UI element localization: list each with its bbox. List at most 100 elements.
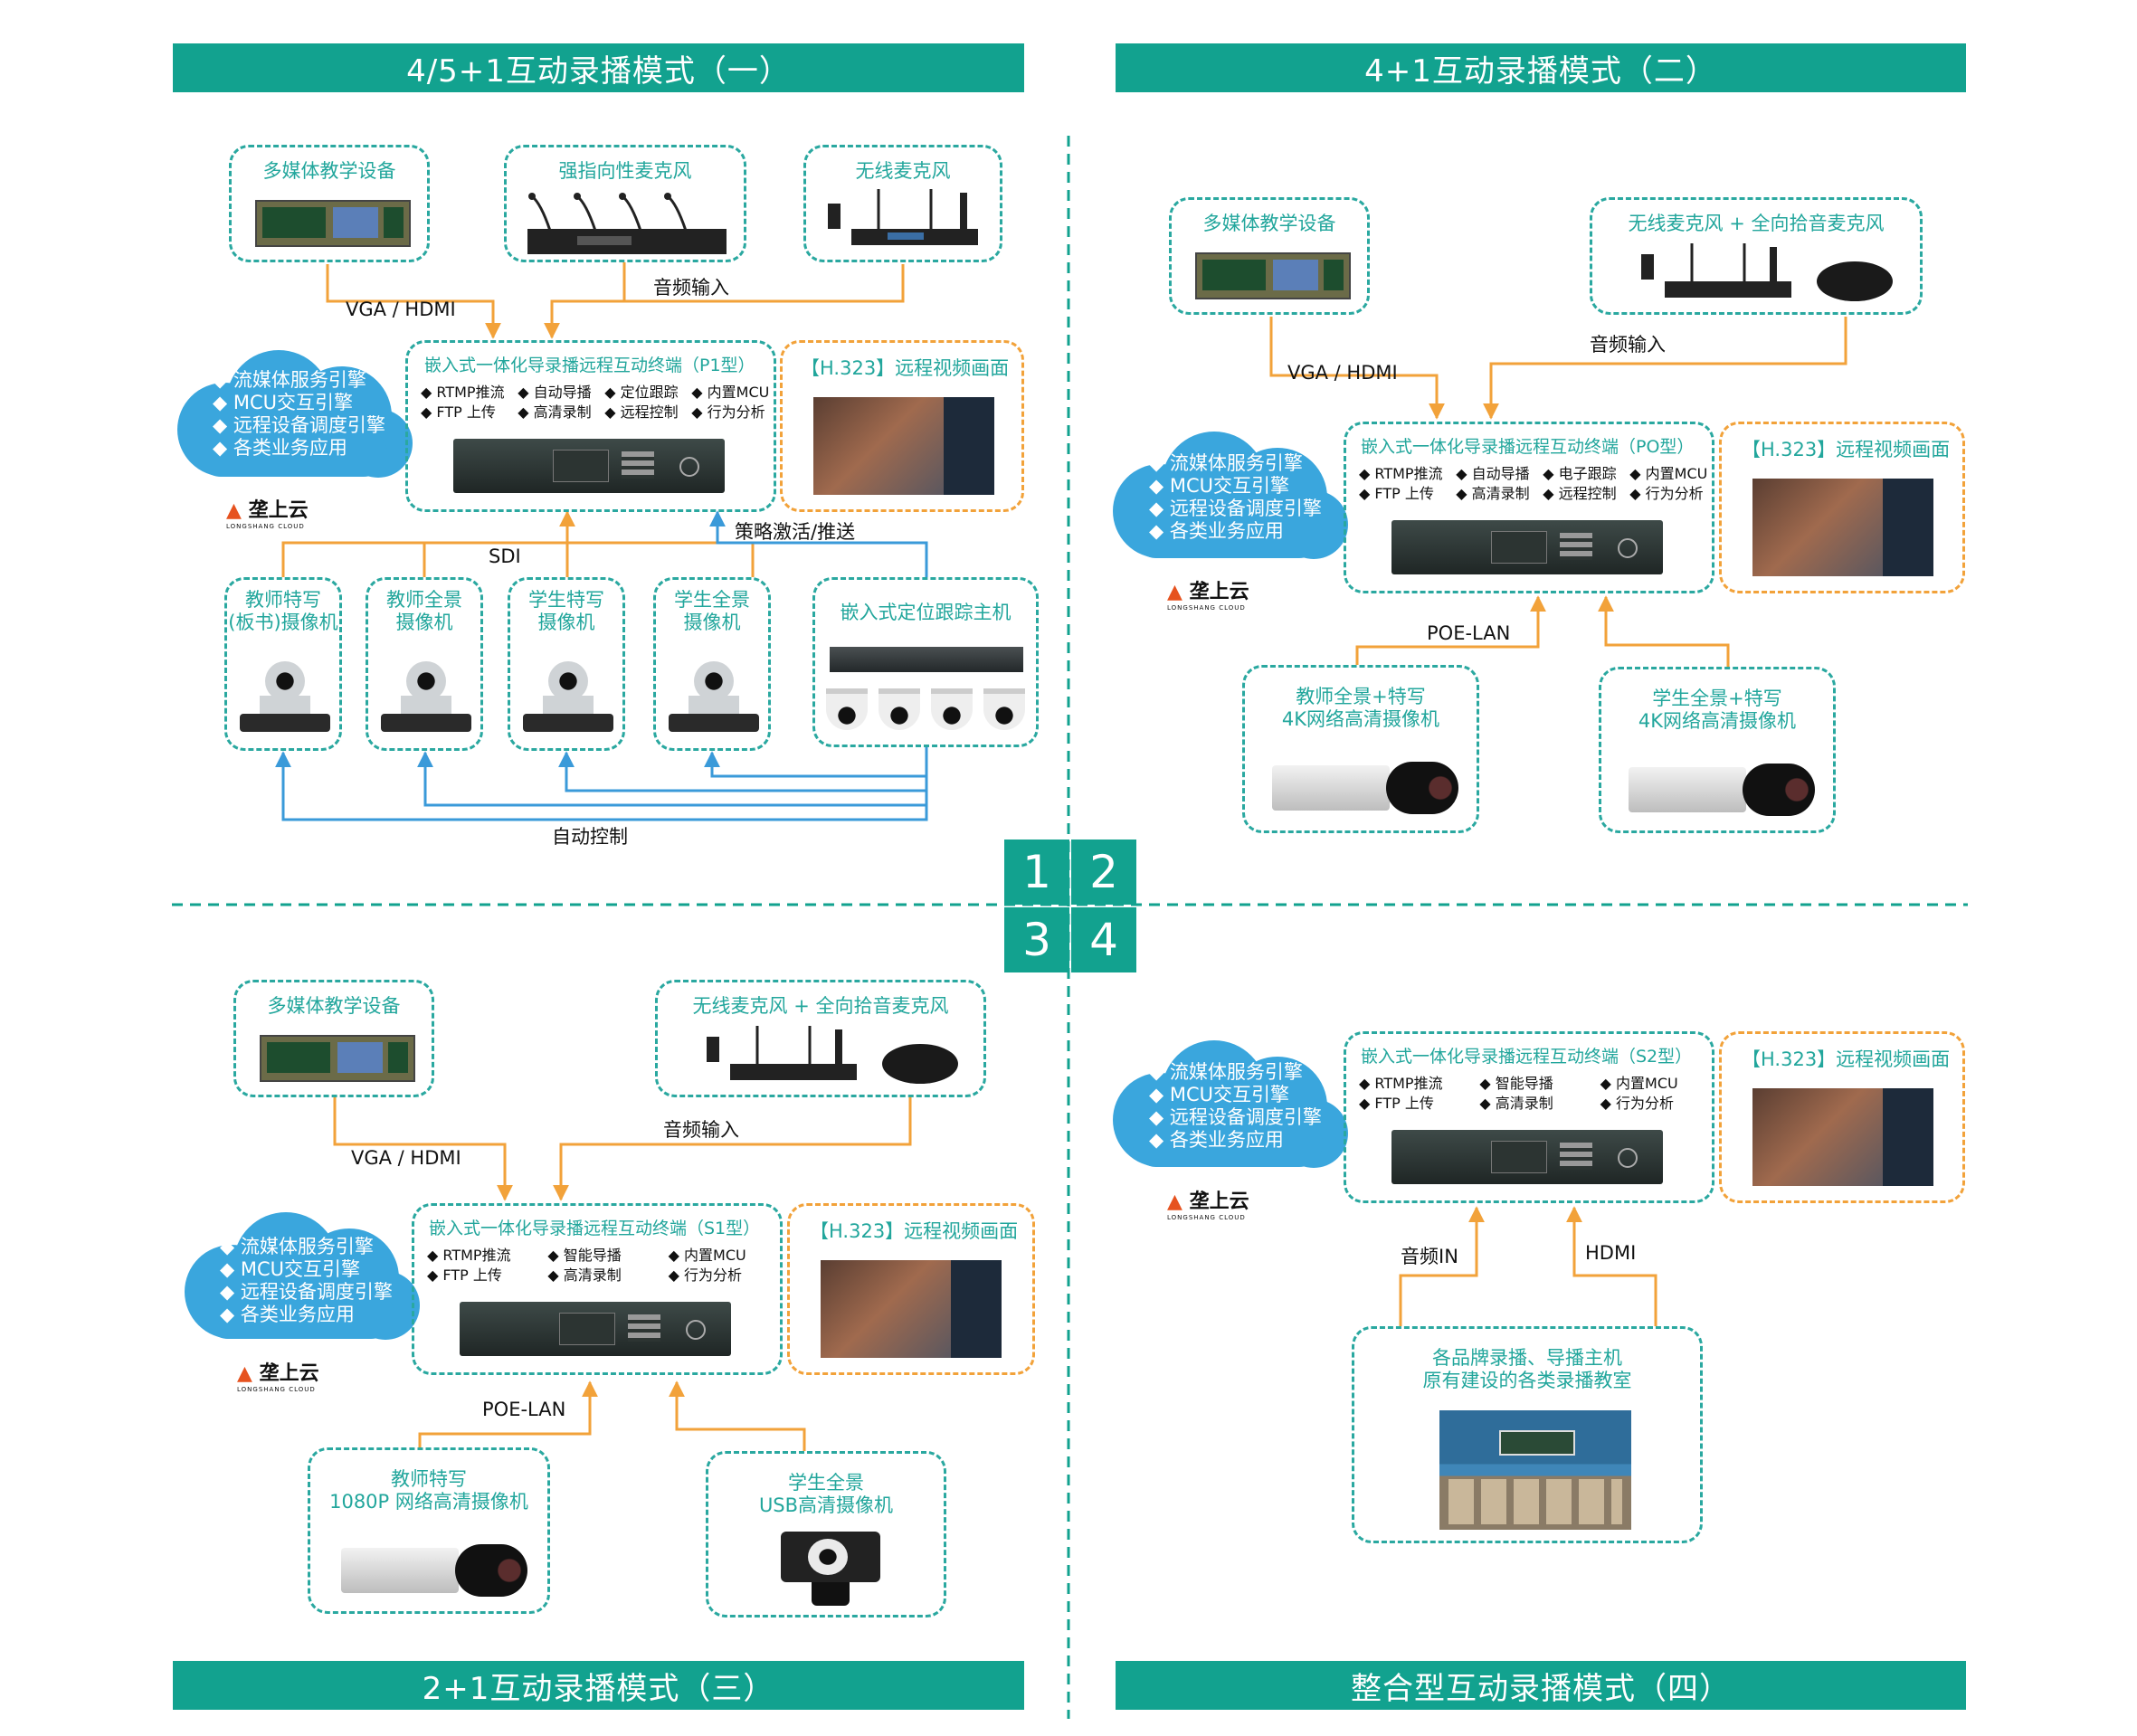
q1-terminal-box: 嵌入式一体化导录播远程互动终端（P1型） ◆ RTMP推流◆ 自动导播◆ 定位跟… <box>405 340 776 512</box>
cloud-item: ◆ 远程设备调度引擎 <box>213 414 385 436</box>
q3-multimedia-box: 多媒体教学设备 <box>233 980 434 1097</box>
rack-terminal-icon <box>460 1302 731 1356</box>
rack-terminal-icon <box>1391 1130 1663 1184</box>
q4-title: 整合型互动录播模式（四） <box>1116 1661 1966 1710</box>
quadrant-number-3: 3 <box>1004 907 1069 972</box>
q1-cam1-box: 教师特写(板书)摄像机 <box>224 577 342 751</box>
q3-audio-label: 音频输入 <box>663 1119 739 1141</box>
video-screen-icon <box>821 1260 1002 1358</box>
q1-cam4-box: 学生全景摄像机 <box>653 577 771 751</box>
q1-wireless-mic-label: 无线麦克风 <box>855 160 951 182</box>
q3-mics-box: 无线麦克风 + 全向拾音麦克风 <box>655 980 986 1097</box>
cloud-item: ◆ 远程设备调度引擎 <box>1149 498 1322 519</box>
cloud-item: ◆ 流媒体服务引擎 <box>213 369 366 391</box>
q1-cam4-label: 学生全景摄像机 <box>674 589 750 633</box>
q3-h323-box: 【H.323】远程视频画面 <box>787 1203 1035 1375</box>
cloud-item: ◆ 各类业务应用 <box>213 437 347 459</box>
cloud-item: ◆ 各类业务应用 <box>220 1304 355 1325</box>
video-screen-icon <box>1752 479 1933 576</box>
q4-terminal-box: 嵌入式一体化导录播远程互动终端（S2型） ◆ RTMP推流◆ 智能导播◆ 内置M… <box>1344 1031 1714 1203</box>
q1-multimedia-label: 多媒体教学设备 <box>262 160 396 182</box>
q3-features: ◆ RTMP推流◆ 智能导播◆ 内置MCU ◆ FTP 上传◆ 高清录制◆ 行为… <box>427 1247 746 1284</box>
cloud-item: ◆ MCU交互引擎 <box>213 392 353 413</box>
cloud-item: ◆ 流媒体服务引擎 <box>1149 1061 1303 1083</box>
q3-terminal-label: 嵌入式一体化导录播远程互动终端（S1型） <box>429 1219 761 1238</box>
q1-audio-label: 音频输入 <box>653 277 729 299</box>
wireless-mic-set-icon <box>1641 243 1893 301</box>
q3-mics-label: 无线麦克风 + 全向拾音麦克风 <box>692 995 949 1017</box>
cloud-item: ◆ 远程设备调度引擎 <box>220 1281 393 1303</box>
cloud-icon <box>1113 1040 1348 1168</box>
q2-mics-label: 无线麦克风 + 全向拾音麦克风 <box>1628 213 1885 234</box>
video-screen-icon <box>813 397 994 495</box>
cloud-item: ◆ 远程设备调度引擎 <box>1149 1106 1322 1128</box>
q2-mics-box: 无线麦克风 + 全向拾音麦克风 <box>1590 197 1923 315</box>
q1-features: ◆ RTMP推流◆ 自动导播◆ 定位跟踪◆ 内置MCU ◆ FTP 上传◆ 高清… <box>421 384 770 421</box>
q1-h323-label: 【H.323】远程视频画面 <box>801 357 1010 379</box>
q2-vga-label: VGA / HDMI <box>1287 362 1398 384</box>
q1-cam3-box: 学生特写摄像机 <box>508 577 625 751</box>
q3-terminal-box: 嵌入式一体化导录播远程互动终端（S1型） ◆ RTMP推流◆ 智能导播◆ 内置M… <box>412 1203 783 1375</box>
cloud-icon <box>1113 432 1348 559</box>
ptz-camera-icon <box>381 661 471 735</box>
tracking-host-icon <box>830 647 1023 672</box>
video-screen-icon <box>1752 1088 1933 1186</box>
quadrant-number-1: 1 <box>1004 840 1069 905</box>
q1-policy-label: 策略激活/推送 <box>735 521 856 543</box>
q1-sdi-label: SDI <box>489 545 521 567</box>
q2-features: ◆ RTMP推流◆ 自动导播◆ 电子跟踪◆ 内置MCU ◆ FTP 上传◆ 高清… <box>1359 465 1708 502</box>
box-camera-icon <box>1272 758 1462 818</box>
q1-cloud-list: ◆ 流媒体服务引擎 ◆ MCU交互引擎 ◆ 远程设备调度引擎 ◆ 各类业务应用 <box>213 369 385 460</box>
q2-terminal-label: 嵌入式一体化导录播远程互动终端（PO型） <box>1361 437 1695 457</box>
q1-directional-mic-box: 强指向性麦克风 <box>504 145 746 262</box>
q4-h323-label: 【H.323】远程视频画面 <box>1742 1048 1951 1070</box>
q2-cloud-list: ◆ 流媒体服务引擎 ◆ MCU交互引擎 ◆ 远程设备调度引擎 ◆ 各类业务应用 <box>1149 452 1322 543</box>
wireless-mic-set-icon <box>707 1026 958 1084</box>
q3-multimedia-label: 多媒体教学设备 <box>267 995 401 1017</box>
cloud-item: ◆ 流媒体服务引擎 <box>1149 452 1303 474</box>
quadrant-number-4: 4 <box>1071 907 1136 972</box>
dome-camera-icon <box>826 688 1025 730</box>
q1-tracker-box: 嵌入式定位跟踪主机 <box>812 577 1039 747</box>
ptz-camera-icon <box>523 661 613 735</box>
q4-audio-in-label: 音频IN <box>1401 1246 1458 1267</box>
q2-audio-label: 音频输入 <box>1590 334 1666 356</box>
cloud-item: ◆ 流媒体服务引擎 <box>220 1236 374 1257</box>
q1-h323-box: 【H.323】远程视频画面 <box>780 340 1024 512</box>
classroom-photo-icon <box>1439 1410 1631 1530</box>
q1-cam2-label: 教师全景摄像机 <box>386 589 462 633</box>
cloud-item: ◆ 各类业务应用 <box>1149 520 1284 542</box>
cloud-icon <box>185 1212 420 1340</box>
q3-cloud-list: ◆ 流媒体服务引擎 ◆ MCU交互引擎 ◆ 远程设备调度引擎 ◆ 各类业务应用 <box>220 1236 393 1326</box>
cloud-item: ◆ MCU交互引擎 <box>1149 1084 1289 1105</box>
q1-title: 4/5+1互动录播模式（一） <box>173 43 1024 92</box>
q3-poe-label: POE-LAN <box>482 1399 566 1420</box>
q1-auto-control-label: 自动控制 <box>552 826 628 848</box>
smartboard-icon <box>255 200 411 247</box>
q1-directional-mic-label: 强指向性麦克风 <box>558 160 692 182</box>
cloud-item: ◆ MCU交互引擎 <box>1149 475 1289 497</box>
q3-h323-label: 【H.323】远程视频画面 <box>810 1220 1019 1242</box>
ptz-camera-icon <box>240 661 330 735</box>
q1-wireless-mic-box: 无线麦克风 <box>803 145 1002 262</box>
q3-vga-label: VGA / HDMI <box>351 1147 461 1169</box>
rack-terminal-icon <box>453 439 725 493</box>
box-camera-icon <box>341 1541 531 1600</box>
box-camera-icon <box>1629 760 1819 820</box>
gooseneck-mic-icon <box>527 193 727 254</box>
q1-vga-label: VGA / HDMI <box>346 299 456 320</box>
cloud-item: ◆ MCU交互引擎 <box>220 1258 360 1280</box>
q1-tracker-label: 嵌入式定位跟踪主机 <box>840 602 1012 623</box>
q2-terminal-box: 嵌入式一体化导录播远程互动终端（PO型） ◆ RTMP推流◆ 自动导播◆ 电子跟… <box>1344 422 1714 593</box>
